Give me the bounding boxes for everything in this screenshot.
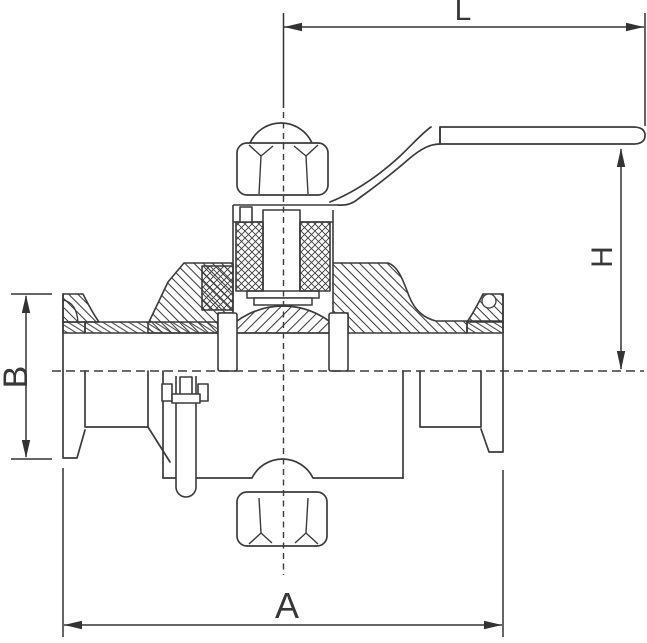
ball-section <box>223 305 343 334</box>
packing-right <box>299 221 331 292</box>
arrowhead-down <box>616 351 626 370</box>
dimension-A <box>62 468 504 637</box>
handle-lower-edge <box>337 143 441 206</box>
arrowhead-down <box>21 440 31 458</box>
arrowhead-up <box>21 295 31 313</box>
dimension-H <box>616 148 626 370</box>
arrowhead-left <box>64 620 82 630</box>
bonnet-and-stem <box>232 204 338 292</box>
arrowhead-up <box>616 148 626 167</box>
handle-grip <box>439 126 646 145</box>
dimension-label-A: A <box>275 585 299 626</box>
stem <box>262 209 301 291</box>
gland-screw <box>239 206 253 223</box>
top-cap-nut <box>236 122 329 196</box>
dimension-L <box>282 13 646 126</box>
dimension-label-L: L <box>455 0 472 27</box>
body-section <box>62 262 504 334</box>
handle-upper-edge <box>329 126 432 203</box>
dimension-B <box>11 293 52 460</box>
dimension-label-B: B <box>0 366 35 389</box>
arrowhead-left <box>284 22 302 32</box>
arrowhead-right <box>484 620 502 630</box>
arrowhead-right <box>626 22 644 32</box>
centerlines <box>52 112 644 575</box>
packing-left <box>235 221 264 292</box>
handle <box>329 126 646 206</box>
dimension-label-H: H <box>586 246 619 268</box>
bottom-cap-nut <box>236 458 328 547</box>
clamp-bolt-assembly <box>161 376 209 498</box>
